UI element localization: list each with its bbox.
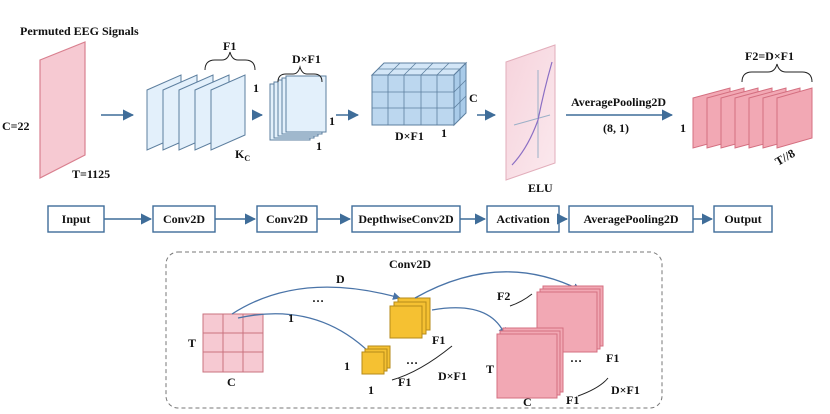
curve-kernel-to-lower-out	[431, 307, 506, 336]
depthwise-grid-cube: C D×F1 1	[370, 61, 478, 143]
cube-c-label: C	[469, 91, 478, 105]
curve-input-to-one	[237, 313, 376, 359]
input-t-label: T=1125	[72, 167, 110, 181]
conv2-one-label-a: 1	[329, 114, 335, 128]
conv1-kernels: F1 1 KC	[146, 39, 259, 163]
conv2-feature-maps: D×F1 1 1	[269, 52, 335, 153]
flow-label-conv2d-1: Conv2D	[163, 212, 205, 226]
detail-dashed-frame	[165, 251, 663, 409]
detail-c-right-label: C	[523, 395, 532, 409]
conv1-one-label: 1	[253, 81, 259, 95]
conv1-brace	[204, 51, 256, 71]
input-signal-plane	[39, 41, 86, 179]
out-plane-7	[776, 87, 813, 149]
detail-dots-1: …	[312, 291, 324, 305]
flow-label-depthwise: DepthwiseConv2D	[358, 212, 454, 226]
curve-kernel-to-upper-out	[414, 271, 581, 299]
pool-size-label: (8, 1)	[603, 121, 629, 135]
elu-x-axis	[513, 114, 551, 126]
detail-f1-right-top-label: F1	[606, 351, 619, 365]
detail-f1-bottom-label: F1	[398, 375, 411, 389]
flow-box-input	[47, 205, 105, 233]
conv2-map-5	[285, 75, 327, 133]
flow-label-output: Output	[724, 212, 761, 226]
pink-output-lower	[496, 327, 564, 399]
detail-f2-label: F2	[497, 289, 510, 303]
detail-one-left-label: 1	[344, 359, 350, 373]
pool-name-label: AveragePooling2D	[571, 95, 666, 109]
flow-box-conv2d-2	[256, 205, 318, 233]
detail-one-path-label: 1	[288, 311, 294, 325]
conv2-one-label-b: 1	[316, 139, 322, 153]
out-t8-label: T//8	[773, 146, 798, 168]
detail-dots-2: …	[406, 353, 418, 367]
flow-box-output	[713, 205, 773, 233]
detail-t-label: T	[188, 336, 196, 350]
conv2-dxf1-label: D×F1	[292, 52, 321, 66]
detail-input-grid	[202, 313, 264, 373]
flow-box-depthwise	[351, 205, 461, 233]
flow-row: Input Conv2D Conv2D DepthwiseConv2D Acti…	[47, 205, 773, 233]
elu-activation: ELU	[505, 44, 556, 195]
input-c-label: C=22	[2, 119, 30, 133]
cube-front	[371, 74, 455, 126]
detail-dxf1-mid-label: D×F1	[438, 369, 467, 383]
pooled-output-maps: F2=D×F1 1 T//8	[680, 49, 813, 169]
detail-one-bottom-label: 1	[368, 383, 374, 397]
flow-label-conv2d-2: Conv2D	[266, 212, 308, 226]
detail-brace-right	[577, 377, 609, 397]
conv1-kc-label: KC	[235, 147, 250, 163]
yellow-kernel-upper	[389, 297, 431, 339]
yellow-kernel-lower	[361, 345, 391, 375]
out-f2-label: F2=D×F1	[745, 49, 794, 63]
conv2-brace	[277, 65, 323, 83]
detail-f1-top-label: F1	[432, 333, 445, 347]
conv2d-detail-panel: Conv2D T C D 1 … F1 1 1	[165, 251, 663, 409]
elu-curve	[511, 61, 553, 166]
flow-box-conv2d-1	[152, 205, 216, 233]
out-one-label: 1	[680, 121, 686, 135]
input-title: Permuted EEG Signals	[20, 24, 139, 38]
flow-label-pooling: AveragePooling2D	[583, 212, 678, 226]
elu-label: ELU	[528, 181, 553, 195]
cube-dxf1-label: D×F1	[395, 129, 424, 143]
detail-brace-f2	[509, 293, 533, 307]
detail-title: Conv2D	[389, 257, 431, 271]
elu-plane	[505, 44, 556, 181]
flow-box-pooling	[568, 205, 694, 233]
input-block: Permuted EEG Signals C=22 T=1125	[2, 24, 139, 181]
detail-f1-right-bottom-label: F1	[566, 393, 579, 407]
flow-label-input: Input	[62, 212, 91, 226]
curve-input-to-d	[231, 286, 401, 315]
flow-box-activation	[486, 205, 560, 233]
flow-label-activation: Activation	[496, 212, 550, 226]
detail-c-label: C	[227, 375, 236, 389]
kernel-plane-5	[210, 74, 246, 151]
conv1-f1-label: F1	[223, 39, 236, 53]
cube-one-label: 1	[441, 126, 447, 140]
detail-dots-3: …	[570, 351, 582, 365]
detail-brace-mid	[391, 345, 453, 381]
detail-dxf1-right-label: D×F1	[611, 383, 640, 397]
detail-t-right-label: T	[486, 362, 494, 376]
detail-d-label: D	[336, 272, 345, 286]
out-brace	[741, 63, 813, 83]
cube-grid-lines	[372, 62, 467, 125]
